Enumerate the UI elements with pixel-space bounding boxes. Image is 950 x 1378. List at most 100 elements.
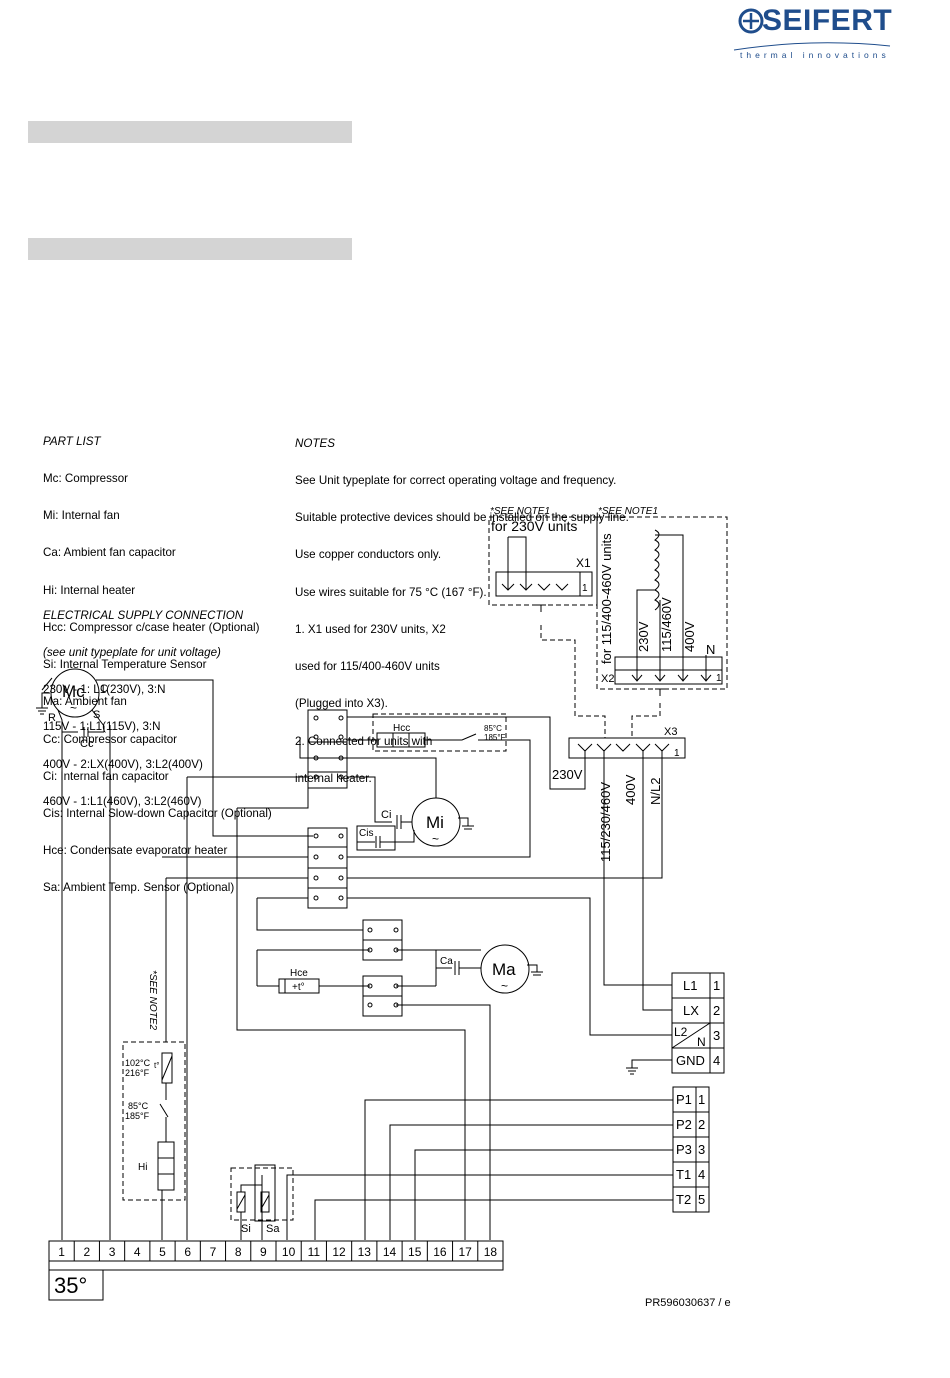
- part-list-item: Hi: Internal heater: [43, 583, 136, 597]
- for-115-label: for 115/400-460V units: [599, 533, 614, 664]
- terminal-p3: P3: [676, 1142, 692, 1157]
- part-list-item: Sa: Ambient Temp. Sensor (Optional): [43, 881, 235, 895]
- controller-terminal-14: 14: [383, 1245, 397, 1259]
- terminal-num-1: 1: [713, 978, 720, 993]
- hi-85c: 85°C: [128, 1101, 149, 1111]
- x3-pin-one: 1: [674, 748, 680, 759]
- ma-label: Ma: [492, 960, 516, 979]
- section-bar-1: [28, 121, 352, 143]
- terminal-snum-5: 5: [698, 1192, 705, 1207]
- controller-terminal-17: 17: [458, 1245, 472, 1259]
- relay-middle: [307, 827, 348, 909]
- notes-line: Use wires suitable for 75 °C (167 °F).: [295, 585, 487, 599]
- x3-400v-label: 400V: [623, 774, 638, 805]
- hce-heater: Hce +t°: [257, 968, 491, 1240]
- relay-top: [299, 709, 348, 789]
- supply-title: ELECTRICAL SUPPLY CONNECTION: [43, 608, 244, 622]
- logo-swoosh-icon: [733, 42, 891, 51]
- x1-pin-one: 1: [582, 583, 588, 594]
- part-list-item: Hce: Condensate evaporator heater: [43, 844, 228, 858]
- ca-label: Ca: [440, 956, 453, 967]
- x1-label: X1: [576, 556, 591, 570]
- controller-terminal-5: 5: [159, 1245, 166, 1259]
- supply-terminal-block: L1 1 LX 2 L2 N 3 GND 4: [626, 972, 725, 1075]
- x2-n-label: N: [706, 642, 715, 657]
- see-note1-label: *SEE NOTE1: [490, 506, 550, 517]
- hce-symbol: +t°: [292, 982, 305, 993]
- hi-102c: 102°C: [125, 1058, 151, 1068]
- ma-tilde: ~: [501, 979, 508, 993]
- relay-ma: [256, 919, 403, 986]
- sa-label: Sa: [266, 1223, 280, 1235]
- controller-terminal-13: 13: [358, 1245, 372, 1259]
- seifert-logo: SEIFERT thermal innovations: [732, 4, 892, 62]
- hi-216f: 216°F: [125, 1068, 150, 1078]
- x2-115-460v-label: 115/460V: [659, 597, 674, 652]
- notes: NOTES See Unit typeplate for correct ope…: [295, 413, 629, 798]
- controller-terminal-9: 9: [260, 1245, 267, 1259]
- terminal-lx: LX: [683, 1003, 699, 1018]
- mi-tilde: ~: [432, 832, 439, 846]
- section-bar-2: [28, 238, 352, 260]
- internal-fan-mi: Mi ~ Ci Cis: [347, 757, 474, 851]
- notes-line: used for 115/400-460V units: [295, 660, 440, 674]
- supply-connection: ELECTRICAL SUPPLY CONNECTION (see unit t…: [43, 585, 243, 821]
- ci-label: Ci: [381, 809, 391, 821]
- controller-terminal-11: 11: [308, 1245, 321, 1259]
- mi-label: Mi: [426, 813, 444, 832]
- mc-label: Mc: [62, 682, 85, 701]
- terminal-num-3: 3: [713, 1028, 720, 1043]
- controller-terminal-7: 7: [210, 1245, 217, 1259]
- logo-mark-icon: [738, 8, 764, 34]
- x3-label: X3: [664, 726, 677, 738]
- part-list: PART LIST Mc: Compressor Mi: Internal fa…: [43, 411, 272, 907]
- supply-line: 400V - 2:LX(400V), 3:L2(400V): [43, 757, 203, 771]
- mc-c-label: C: [100, 683, 108, 695]
- logo-tagline: thermal innovations: [740, 50, 890, 60]
- part-list-item: Mi: Internal fan: [43, 509, 120, 523]
- notes-title: NOTES: [295, 436, 335, 450]
- hcc-185f: 185°F: [484, 733, 506, 742]
- compressor-mc: Mc ~ C R S Cc: [36, 668, 313, 1240]
- controller-terminal-10: 10: [282, 1245, 296, 1259]
- notes-line: Suitable protective devices should be in…: [295, 511, 629, 525]
- notes-line: Use copper conductors only.: [295, 548, 442, 562]
- x3-115-230-460-label: 115/230/460V: [598, 782, 613, 862]
- controller-terminal-6: 6: [184, 1245, 191, 1259]
- controller-terminal-16: 16: [433, 1245, 447, 1259]
- terminal-n: N: [697, 1035, 706, 1049]
- x2-400v-label: 400V: [682, 621, 697, 652]
- controller-terminal-3: 3: [109, 1245, 116, 1259]
- controller-terminal-2: 2: [83, 1245, 90, 1259]
- hcc-label: Hcc: [393, 723, 410, 734]
- terminal-snum-4: 4: [698, 1167, 705, 1182]
- terminal-snum-2: 2: [698, 1117, 705, 1132]
- si-label: Si: [241, 1223, 251, 1235]
- mc-r-label: R: [48, 712, 56, 724]
- see-note2-label: *SEE NOTE2: [147, 970, 158, 1030]
- x2-label: X2: [601, 673, 614, 685]
- controller-terminal-4: 4: [134, 1245, 141, 1259]
- for-230v-label: for 230V units: [491, 518, 577, 534]
- controller-terminal-15: 15: [408, 1245, 422, 1259]
- part-list-item: Cis: Internal Slow-down Capacitor (Optio…: [43, 807, 272, 820]
- part-list-item: Si: Internal Temperature Sensor: [43, 658, 207, 672]
- terminal-t2: T2: [676, 1192, 691, 1207]
- signal-terminal-block: P1 1 P2 2 P3 3 T1 4 T2 5: [286, 1086, 710, 1240]
- hi-label: Hi: [138, 1162, 147, 1173]
- cis-label: Cis: [359, 828, 373, 839]
- controller-terminal-18: 18: [484, 1245, 498, 1259]
- controller-terminal-8: 8: [235, 1245, 242, 1259]
- x2-pin-one: 1: [716, 673, 722, 684]
- mc-s-label: S: [93, 709, 100, 721]
- internal-heater-hi: *SEE NOTE2 102°C 216°F t° 85°C 185°F Hi: [122, 970, 186, 1240]
- x3-nl2-label: N/L2: [648, 778, 663, 805]
- part-list-item: Ca: Ambient fan capacitor: [43, 546, 176, 560]
- terminal-l2: L2: [674, 1025, 688, 1039]
- terminal-num-2: 2: [713, 1003, 720, 1018]
- mc-tilde: ~: [70, 701, 77, 715]
- supply-subtitle: (see unit typeplate for unit voltage): [43, 646, 221, 660]
- terminal-snum-1: 1: [698, 1092, 705, 1107]
- controller-terminal-12: 12: [332, 1245, 346, 1259]
